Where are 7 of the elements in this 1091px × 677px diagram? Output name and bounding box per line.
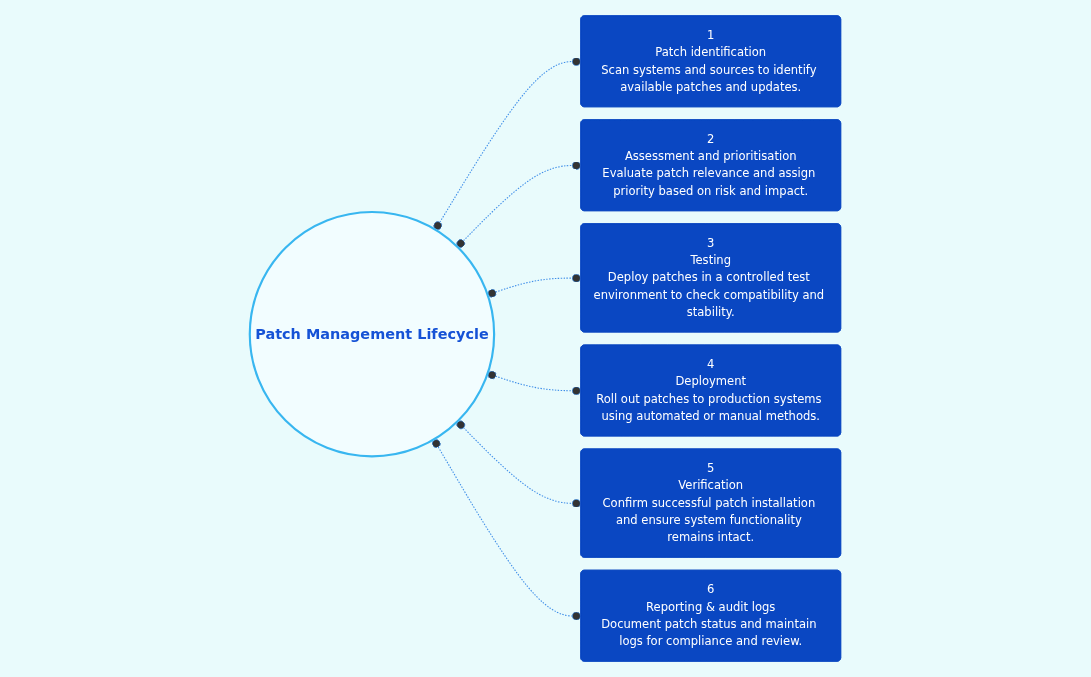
connector — [456, 161, 582, 248]
node-circle: Patch Management Lifecycle — [248, 210, 496, 458]
connector — [487, 273, 582, 298]
connector — [432, 438, 582, 621]
connector — [487, 370, 582, 396]
connector — [433, 57, 582, 231]
connector — [456, 420, 582, 508]
